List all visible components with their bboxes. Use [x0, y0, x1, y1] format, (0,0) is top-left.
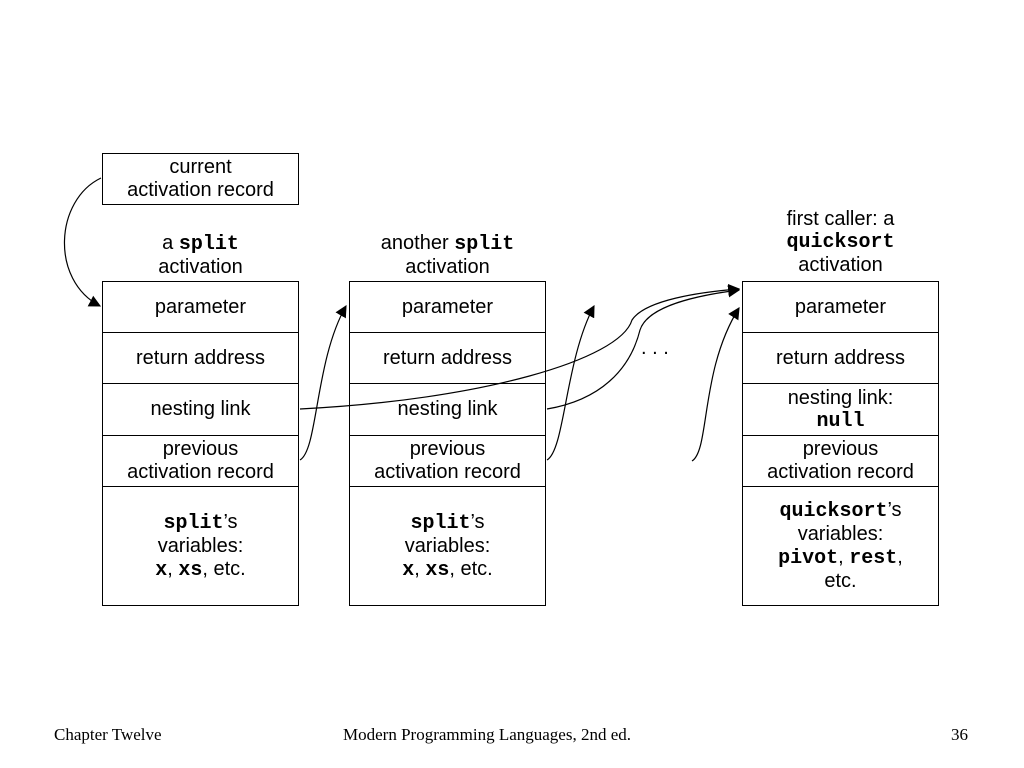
- column-2-parameter-cell: parameter: [349, 281, 546, 333]
- column-2-vars-code: split: [410, 511, 471, 535]
- column-3-vars-code: quicksort: [779, 500, 888, 523]
- column-3-previous-cell: previous activation record: [742, 435, 939, 487]
- column-2-nesting-link-cell: nesting link: [349, 383, 546, 436]
- column-1-vars-code: split: [163, 511, 224, 535]
- column-3-vars-possessive: ’s: [887, 499, 902, 521]
- column-2-dynamic-link-arrow: [546, 304, 595, 461]
- column-1-nesting-link-cell: nesting link: [102, 383, 299, 436]
- column-1-vars-x: x: [155, 558, 168, 582]
- column-2-heading-code: split: [454, 233, 515, 256]
- footer-page-number: 36: [951, 725, 968, 744]
- column-1-heading-suffix: activation: [158, 256, 243, 278]
- column-2-nesting-link-arrow: [546, 285, 741, 410]
- column-2-return-address-cell: return address: [349, 332, 546, 384]
- column-2-vars-possessive: ’s: [470, 510, 485, 533]
- column-2-vars-xs: xs: [425, 558, 450, 582]
- column-3-vars-rest: rest: [849, 547, 898, 570]
- column-3-vars-sep2: ,: [897, 546, 903, 568]
- column-1-nesting-link-label: nesting link: [150, 398, 251, 420]
- column-1-vars-possessive: ’s: [223, 510, 238, 533]
- current-pointer-arrow: [63, 177, 102, 307]
- column-3-parameter-label: parameter: [794, 295, 887, 318]
- column-3-variables-cell: quicksort’s variables: pivot, rest, etc.: [742, 486, 939, 606]
- column-2-vars-etc: , etc.: [449, 557, 493, 580]
- column-1-heading-prefix: a: [162, 232, 174, 254]
- column-3-previous-line1: previous: [802, 438, 879, 460]
- column-3-vars-sep1: ,: [838, 546, 844, 568]
- column-1-vars-label: variables:: [157, 534, 244, 557]
- footer-chapter: Chapter Twelve: [54, 725, 162, 744]
- column-1-previous-line2: activation record: [127, 461, 274, 483]
- ellipsis: . . .: [641, 337, 669, 359]
- column-1-return-address-label: return address: [136, 346, 265, 369]
- column-1-previous-cell: previous activation record: [102, 435, 299, 487]
- column-1-vars-etc: , etc.: [202, 557, 246, 580]
- column-3-parameter-cell: parameter: [742, 281, 939, 333]
- column-2-return-address-label: return address: [383, 346, 512, 369]
- column-2-vars-label: variables:: [404, 534, 491, 557]
- column-3-vars-etc: etc.: [824, 570, 857, 592]
- column-3-vars-label: variables:: [797, 523, 884, 545]
- footer-book-title: Modern Programming Languages, 2nd ed.: [343, 725, 631, 744]
- column-3-nesting-link-cell: nesting link: null: [742, 383, 939, 436]
- column-3-nesting-line1: nesting link:: [787, 386, 894, 409]
- column-1-dynamic-link-arrow: [299, 304, 347, 461]
- column-3-heading: first caller: a quicksort activation: [742, 208, 939, 277]
- column-2-vars-sep1: ,: [414, 557, 420, 580]
- column-2-previous-line2: activation record: [374, 461, 521, 483]
- column-3-vars-pivot: pivot: [778, 547, 839, 570]
- column-1-parameter-label: parameter: [154, 295, 247, 318]
- column-3-previous-line2: activation record: [767, 461, 914, 483]
- column-2-variables-cell: split’s variables: x, xs, etc.: [349, 486, 546, 606]
- column-1-variables-cell: split’s variables: x, xs, etc.: [102, 486, 299, 606]
- column-2-previous-line1: previous: [409, 438, 486, 460]
- column-2-heading: another split activation: [349, 232, 546, 279]
- current-activation-record-box: current activation record: [102, 153, 299, 205]
- column-1-parameter-cell: parameter: [102, 281, 299, 333]
- column-1-nesting-link-arrow: [299, 283, 741, 410]
- column-2-vars-x: x: [402, 558, 415, 582]
- column-3-nesting-null: null: [816, 409, 865, 433]
- column-2-heading-suffix: activation: [405, 256, 490, 278]
- column-3-return-address-label: return address: [776, 346, 905, 369]
- current-label-line1: current: [169, 156, 232, 178]
- column-3-heading-code: quicksort: [786, 231, 895, 254]
- column-1-heading: a split activation: [102, 232, 299, 279]
- column-1-return-address-cell: return address: [102, 332, 299, 384]
- column-2-heading-prefix: another: [380, 232, 449, 254]
- column-1-vars-sep1: ,: [167, 557, 173, 580]
- column-1-previous-line1: previous: [162, 438, 239, 460]
- column-2-parameter-label: parameter: [401, 295, 494, 318]
- column-1-heading-code: split: [178, 233, 239, 256]
- column-3-heading-suffix: activation: [798, 254, 883, 276]
- current-label-line2: activation record: [127, 179, 274, 201]
- caller-dynamic-link-arrow: [691, 306, 740, 462]
- column-2-nesting-link-label: nesting link: [397, 398, 498, 420]
- column-1-vars-xs: xs: [178, 558, 203, 582]
- column-3-heading-prefix: first caller: a: [786, 208, 895, 230]
